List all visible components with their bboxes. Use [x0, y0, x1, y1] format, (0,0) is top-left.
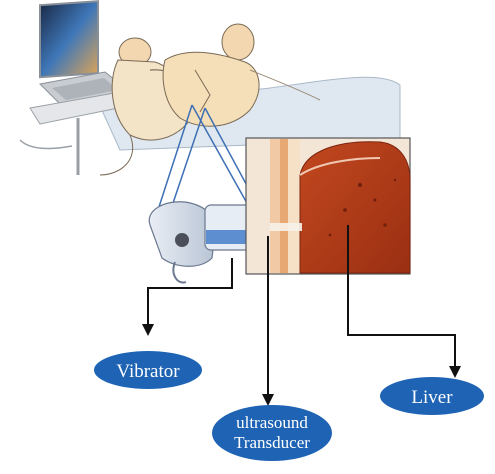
label-liver: Liver: [380, 377, 484, 415]
liver-tissue-cross-section: [245, 137, 411, 275]
label-vibrator-text: Vibrator: [116, 361, 180, 382]
reclining-patient: [162, 23, 321, 127]
label-transducer: ultrasound Transducer: [212, 405, 332, 461]
connector-arrows: [142, 225, 461, 406]
laptop-icon: [19, 0, 132, 175]
label-liver-text: Liver: [411, 387, 453, 408]
liver-arrow: [347, 225, 461, 378]
clinical-scene: [19, 0, 401, 213]
fibroscan-probe-icon: [148, 201, 270, 284]
label-vibrator: Vibrator: [94, 351, 202, 389]
label-transducer-line2: Transducer: [234, 433, 310, 452]
liver-shape: [299, 141, 411, 274]
vibrator-arrow: [142, 258, 233, 336]
label-transducer-line1: ultrasound: [236, 413, 308, 432]
